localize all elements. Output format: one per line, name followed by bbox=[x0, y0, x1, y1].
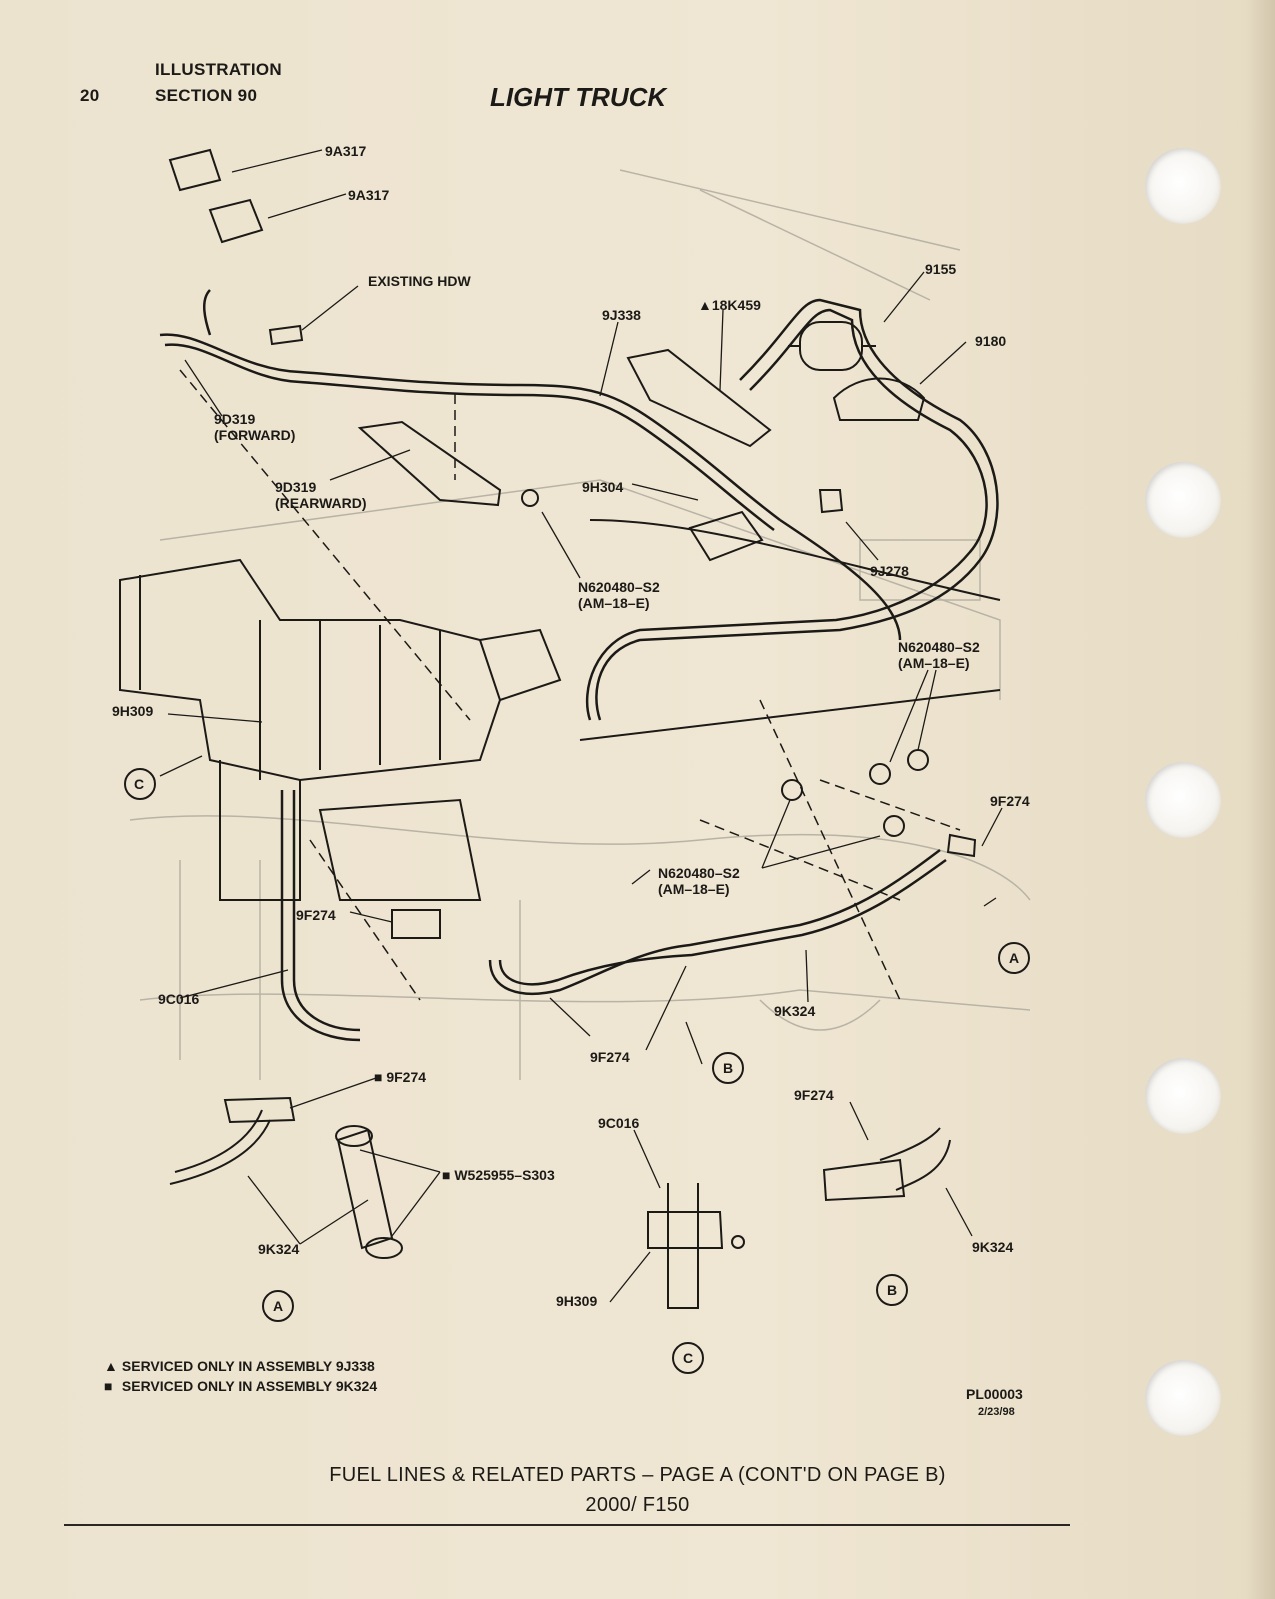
detail-b-clip bbox=[822, 1158, 906, 1202]
circle-label-c-detail: C bbox=[683, 1350, 693, 1366]
legend-line-2-text: SERVICED ONLY IN ASSEMBLY 9K324 bbox=[121, 1378, 378, 1394]
detail-a-hose bbox=[336, 1128, 394, 1250]
label-9j338: 9J338 bbox=[602, 307, 641, 323]
label-n620480-lower: N620480–S2 bbox=[658, 865, 740, 881]
label-9d319-rearward: 9D319 bbox=[275, 479, 316, 495]
legend-line-2: ■ SERVICED ONLY IN ASSEMBLY 9K324 bbox=[104, 1378, 377, 1394]
figure-caption: FUEL LINES & RELATED PARTS – PAGE A (CON… bbox=[329, 1464, 946, 1486]
binder-hole-3 bbox=[1145, 762, 1221, 838]
label-n620480-upper: N620480–S2 bbox=[578, 579, 660, 595]
label-9k324: 9K324 bbox=[774, 1003, 815, 1019]
circle-label-b: B bbox=[723, 1060, 733, 1076]
label-w525955: ■ W525955–S303 bbox=[442, 1167, 555, 1183]
legend-triangle-marker: ▲ bbox=[104, 1358, 118, 1374]
reference-circles bbox=[124, 768, 1030, 1374]
legend-line-1: ▲ SERVICED ONLY IN ASSEMBLY 9J338 bbox=[104, 1358, 375, 1374]
page-title: LIGHT TRUCK bbox=[490, 82, 667, 112]
detail-views bbox=[169, 1096, 951, 1309]
label-n620480-right-sub: (AM–18–E) bbox=[898, 655, 970, 671]
binder-hole-1 bbox=[1145, 148, 1221, 224]
binder-hole-5 bbox=[1145, 1360, 1221, 1436]
reference-date: 2/23/98 bbox=[978, 1406, 1015, 1418]
circle-label-a: A bbox=[1009, 950, 1019, 966]
circle-label-a-detail: A bbox=[273, 1298, 283, 1314]
section-line2: SECTION 90 bbox=[155, 86, 258, 105]
circle-label-b-detail: B bbox=[887, 1282, 897, 1298]
label-18k459: ▲18K459 bbox=[698, 297, 761, 313]
filter-bracket-9180 bbox=[832, 377, 926, 421]
label-9a317-upper: 9A317 bbox=[325, 143, 366, 159]
binder-hole-2 bbox=[1145, 462, 1221, 538]
label-9a317-lower: 9A317 bbox=[348, 187, 389, 203]
label-9h309: 9H309 bbox=[112, 703, 153, 719]
label-9k324-detail-b: 9K324 bbox=[972, 1239, 1013, 1255]
leader-lines bbox=[159, 149, 1003, 1303]
section-line1: ILLUSTRATION bbox=[155, 60, 282, 79]
faded-background-drawing bbox=[129, 169, 1031, 1080]
detail-c-clip bbox=[647, 1211, 724, 1249]
label-n620480-upper-sub: (AM–18–E) bbox=[578, 595, 650, 611]
component-parts bbox=[168, 148, 977, 939]
callout-labels: 9A317 9A317 EXISTING HDW 9J338 ▲18K459 9… bbox=[112, 143, 1030, 1366]
label-9h309-detail-c: 9H309 bbox=[556, 1293, 597, 1309]
binder-hole-4 bbox=[1145, 1058, 1221, 1134]
dash-lines bbox=[179, 369, 961, 1001]
page-edge-shadow bbox=[1245, 0, 1275, 1599]
legend-square-marker: ■ bbox=[104, 1378, 113, 1394]
fuel-line-assembly bbox=[159, 289, 999, 1042]
label-n620480-lower-sub: (AM–18–E) bbox=[658, 881, 730, 897]
label-9f274-detail-b: 9F274 bbox=[794, 1087, 834, 1103]
label-9j278: 9J278 bbox=[870, 563, 909, 579]
label-9c016: 9C016 bbox=[158, 991, 199, 1007]
label-9f274-mid: 9F274 bbox=[296, 907, 336, 923]
model-line: 2000/ F150 bbox=[585, 1494, 690, 1516]
label-9c016-detail-c: 9C016 bbox=[598, 1115, 639, 1131]
detail-a-tube bbox=[169, 1109, 271, 1185]
label-9f274-bottom: 9F274 bbox=[590, 1049, 630, 1065]
label-9k324-detail-a: 9K324 bbox=[258, 1241, 299, 1257]
footer-rule bbox=[64, 1524, 1070, 1526]
label-9f274-right: 9F274 bbox=[990, 793, 1030, 809]
label-n620480-right: N620480–S2 bbox=[898, 639, 980, 655]
circle-label-c: C bbox=[134, 776, 144, 792]
label-existing-hdw: EXISTING HDW bbox=[368, 273, 471, 289]
detail-c-tube bbox=[667, 1183, 699, 1309]
reference-code: PL00003 bbox=[966, 1386, 1023, 1402]
label-9d319-rearward-sub: (REARWARD) bbox=[275, 495, 367, 511]
connector-9h304 bbox=[688, 510, 764, 562]
label-9180: 9180 bbox=[975, 333, 1006, 349]
label-9d319-forward: 9D319 bbox=[214, 411, 255, 427]
label-9h304: 9H304 bbox=[582, 479, 623, 495]
label-9d319-forward-sub: (FORWARD) bbox=[214, 427, 295, 443]
label-9f274-detail-a: ■ 9F274 bbox=[374, 1069, 426, 1085]
page-number: 20 bbox=[80, 86, 100, 105]
bracket-9d319-rearward bbox=[357, 420, 502, 507]
heat-shield-18k459 bbox=[626, 348, 772, 448]
label-9155: 9155 bbox=[925, 261, 956, 277]
clip-9j278 bbox=[818, 489, 844, 514]
legend-line-1-text: SERVICED ONLY IN ASSEMBLY 9J338 bbox=[121, 1358, 375, 1374]
